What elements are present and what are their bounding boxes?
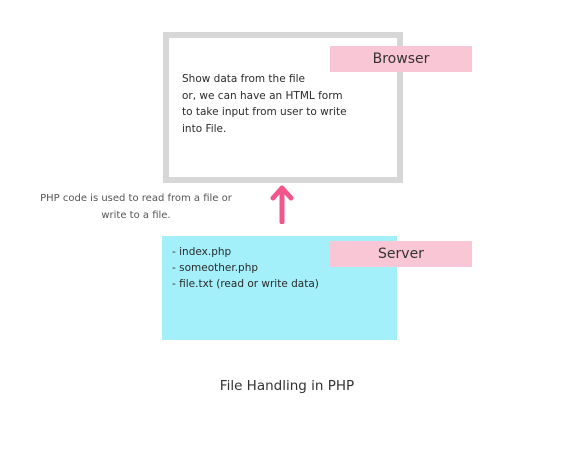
server-file-list: - index.php - someother.php - file.txt (…	[172, 244, 319, 292]
browser-description: Show data from the file or, we can have …	[182, 73, 347, 135]
browser-label: Browser	[330, 46, 472, 72]
list-item: - index.php	[172, 246, 232, 258]
diagram-caption: File Handling in PHP	[219, 378, 355, 394]
server-label: Server	[330, 241, 472, 267]
arrow-up-icon	[270, 185, 294, 224]
list-item: - file.txt (read or write data)	[172, 278, 319, 290]
side-note: PHP code is used to read from a file or …	[40, 193, 232, 221]
list-item: - someother.php	[172, 262, 259, 274]
